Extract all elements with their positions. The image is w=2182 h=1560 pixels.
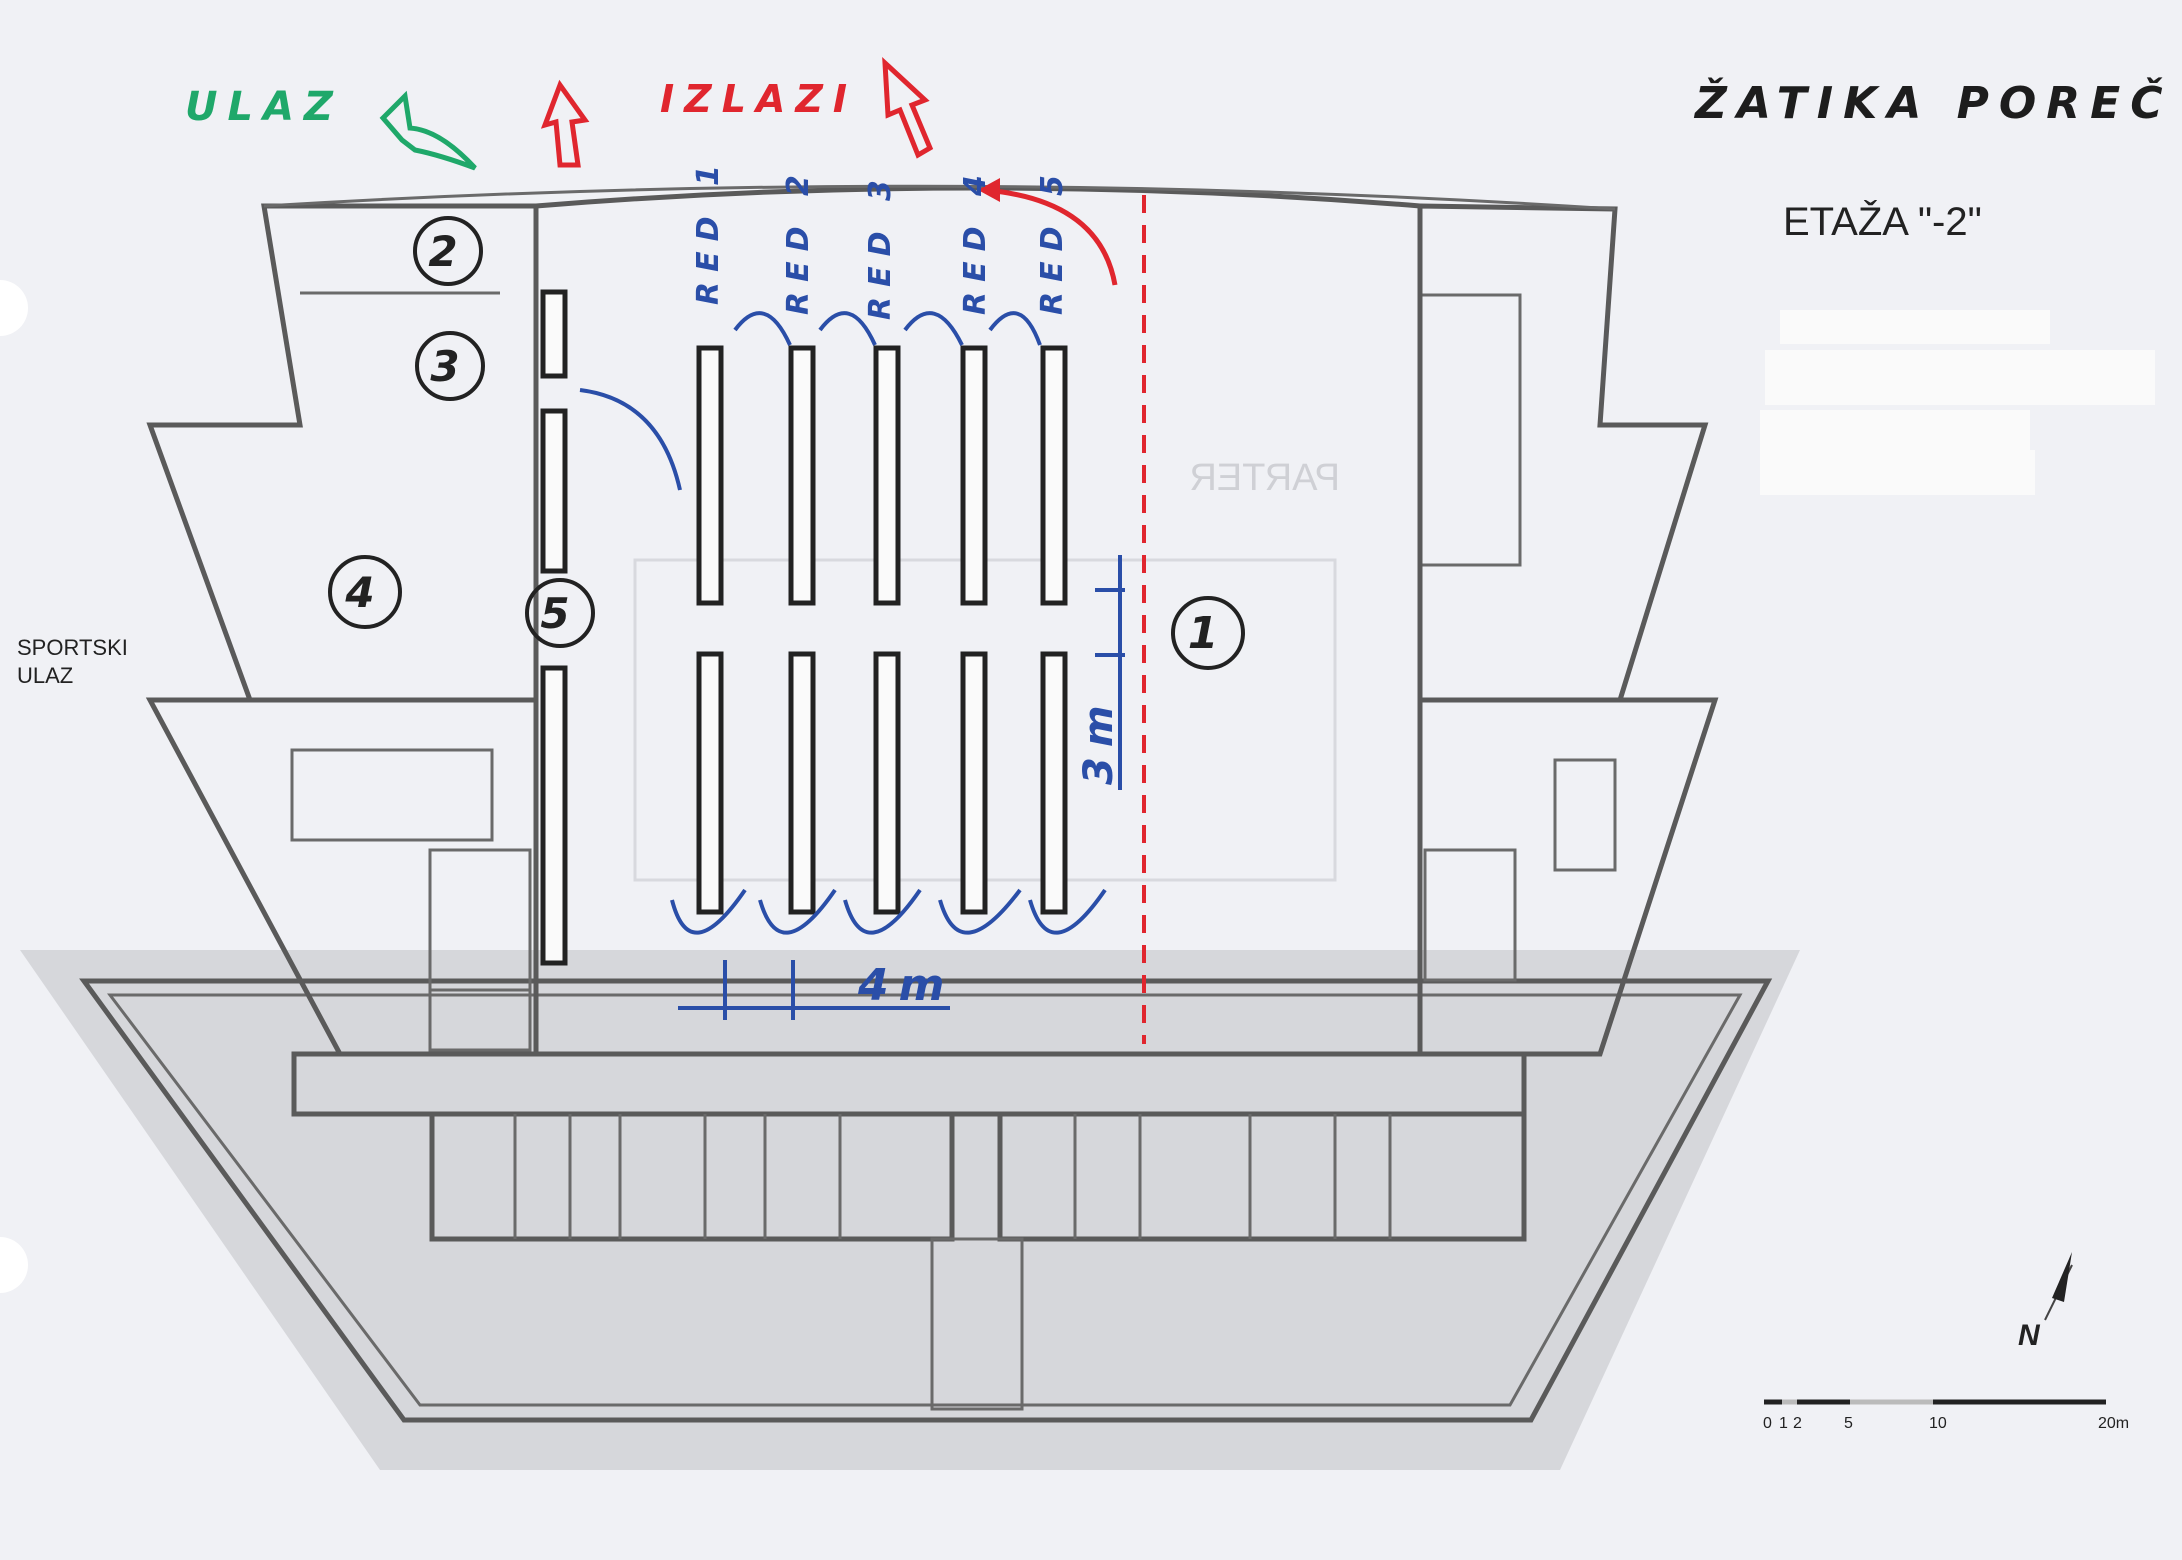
exit-arrow-icon bbox=[882, 56, 934, 159]
table-red3-bottom bbox=[873, 651, 901, 915]
entry-label: ULAZ bbox=[185, 84, 343, 130]
page-title: ŽATIKA POREČ bbox=[1693, 76, 2172, 129]
background-label: PARTER bbox=[1189, 457, 1340, 499]
room-number-1: 1 bbox=[1171, 596, 1245, 670]
dimension-3m: 3m bbox=[1076, 695, 1122, 785]
scale-bar: 0 1 2 5 10 20m bbox=[1763, 1399, 2129, 1432]
svg-text:3: 3 bbox=[430, 342, 469, 391]
curved-top-wall bbox=[263, 184, 1616, 211]
floor-label: ETAŽA "-2" bbox=[1783, 199, 1982, 244]
scale-tick: 20m bbox=[2098, 1415, 2129, 1432]
scale-tick: 0 bbox=[1763, 1415, 1772, 1432]
scale-tick: 1 bbox=[1779, 1415, 1788, 1432]
row-label-red3: RED 3 bbox=[863, 170, 898, 320]
table-red2-bottom bbox=[788, 651, 816, 915]
punch-hole bbox=[0, 1237, 28, 1293]
lower-rooms-left bbox=[429, 1111, 955, 1242]
lower-building-inner bbox=[106, 993, 1743, 1407]
table-rows bbox=[540, 289, 1068, 966]
lower-room-dividers bbox=[513, 1114, 1392, 1239]
table-side-2 bbox=[540, 408, 568, 574]
table-side-3 bbox=[540, 665, 568, 966]
scale-tick: 5 bbox=[1844, 1415, 1853, 1432]
right-wing bbox=[1417, 203, 1709, 703]
sports-entry-label: SPORTSKI bbox=[17, 635, 128, 660]
wing-rooms bbox=[290, 291, 1617, 1054]
north-arrow-icon: N bbox=[2018, 1252, 2073, 1352]
row-label-red1: RED 1 bbox=[691, 155, 726, 305]
exit-arrow-icon bbox=[540, 79, 590, 168]
room-number-4: 4 bbox=[328, 555, 402, 629]
flow-arrows bbox=[579, 311, 1125, 1020]
entry-arrow-icon bbox=[379, 90, 477, 171]
table-side-1 bbox=[540, 289, 568, 379]
dimension-4m: 4m bbox=[857, 960, 954, 1011]
table-red5-top bbox=[1040, 345, 1068, 606]
red-curve-arrow bbox=[984, 187, 1118, 286]
punch-hole bbox=[0, 280, 28, 336]
svg-text:2: 2 bbox=[428, 227, 467, 276]
room-number-3: 3 bbox=[415, 331, 485, 401]
building-shadow bbox=[20, 950, 1800, 1470]
table-red1-top bbox=[696, 345, 724, 606]
table-red5-bottom bbox=[1040, 651, 1068, 915]
stair-core bbox=[930, 1237, 1024, 1411]
svg-text:1: 1 bbox=[1188, 608, 1229, 659]
svg-text:5: 5 bbox=[540, 589, 579, 638]
table-red3-top bbox=[873, 345, 901, 606]
main-hall bbox=[533, 185, 1423, 1057]
lower-building-outline bbox=[79, 978, 1773, 1423]
table-red2-top bbox=[788, 345, 816, 606]
exits-label: IZLAZI bbox=[660, 77, 857, 121]
room-number-5: 5 bbox=[525, 578, 595, 648]
scale-tick: 2 bbox=[1793, 1415, 1802, 1432]
red-arrowhead bbox=[978, 178, 1000, 202]
table-red1-bottom bbox=[696, 651, 724, 915]
table-red4-bottom bbox=[960, 651, 988, 915]
row-label-red5: RED 5 bbox=[1035, 165, 1070, 315]
left-wing bbox=[146, 203, 539, 703]
svg-text:4: 4 bbox=[344, 568, 384, 617]
room-number-2: 2 bbox=[413, 216, 483, 286]
sports-entry-label-2: ULAZ bbox=[17, 663, 73, 688]
lower-rooms-right bbox=[997, 1111, 1527, 1242]
table-red4-top bbox=[960, 345, 988, 606]
row-label-red4: RED 4 bbox=[958, 165, 993, 315]
row-label-red2: RED 2 bbox=[781, 165, 816, 315]
scale-tick: 10 bbox=[1929, 1415, 1947, 1432]
svg-text:N: N bbox=[2018, 1319, 2041, 1352]
redacted-labels bbox=[1760, 310, 2155, 495]
